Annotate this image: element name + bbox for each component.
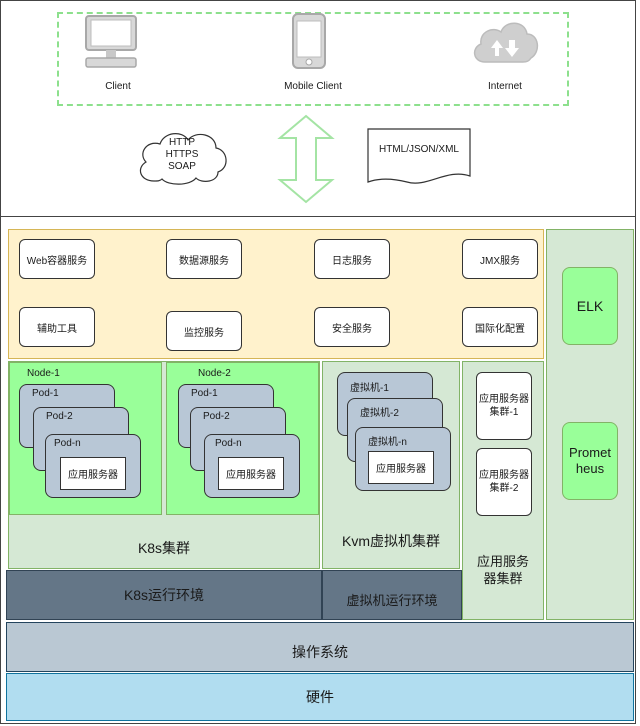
app-cluster-label: 应用服务 器集群 [476,554,529,586]
bidirectional-arrow-icon [277,114,335,204]
service-logging: 日志服务 [314,239,390,279]
client-label: Client [105,81,131,92]
service-jmx: JMX服务 [462,239,538,279]
document-shape [367,128,471,184]
service-datasource: 数据源服务 [166,239,242,279]
mobile-client-label: Mobile Client [284,81,342,92]
protocol-https: HTTPS [165,149,199,160]
architecture-frame [0,216,636,724]
service-security: 安全服务 [314,307,390,347]
elk-box: ELK [562,267,618,345]
node-2-label: Node-2 [198,368,231,379]
k8s-runtime-bar: K8s运行环境 [6,570,322,620]
protocol-soap: SOAP [168,161,196,172]
protocol-http: HTTP [168,137,196,148]
internet-label: Internet [488,81,522,92]
k8s-cluster-label: K8s集群 [137,540,191,556]
node-2-app-server: 应用服务器 [218,457,284,490]
kvm-runtime-bar: 虚拟机运行环境 [322,570,462,620]
protocol-list: HTTP HTTPS SOAP [132,132,232,178]
cloud-download-icon [473,22,539,63]
node-1-label: Node-1 [27,368,60,379]
prometheus-box: Promet heus [562,422,618,500]
os-bar: 操作系统 [6,622,634,672]
kvm-app-server: 应用服务器 [368,451,434,484]
service-tools: 辅助工具 [19,307,95,347]
kvm-cluster-label: Kvm虚拟机集群 [342,533,440,549]
app-cluster-2: 应用服务器 集群-2 [476,448,532,516]
service-monitoring: 监控服务 [166,311,242,351]
client-section [0,0,636,216]
app-cluster-1: 应用服务器 集群-1 [476,372,532,440]
protocol-cloud-shape [139,133,227,185]
services-panel [8,229,544,359]
service-i18n: 国际化配置 [462,307,538,347]
data-formats-label: HTML/JSON/XML [378,144,459,155]
monitor-icon [85,15,137,68]
hardware-bar: 硬件 [6,673,634,721]
mobile-phone-icon [292,13,326,69]
node-1-app-server: 应用服务器 [60,457,126,490]
service-web-container: Web容器服务 [19,239,95,279]
